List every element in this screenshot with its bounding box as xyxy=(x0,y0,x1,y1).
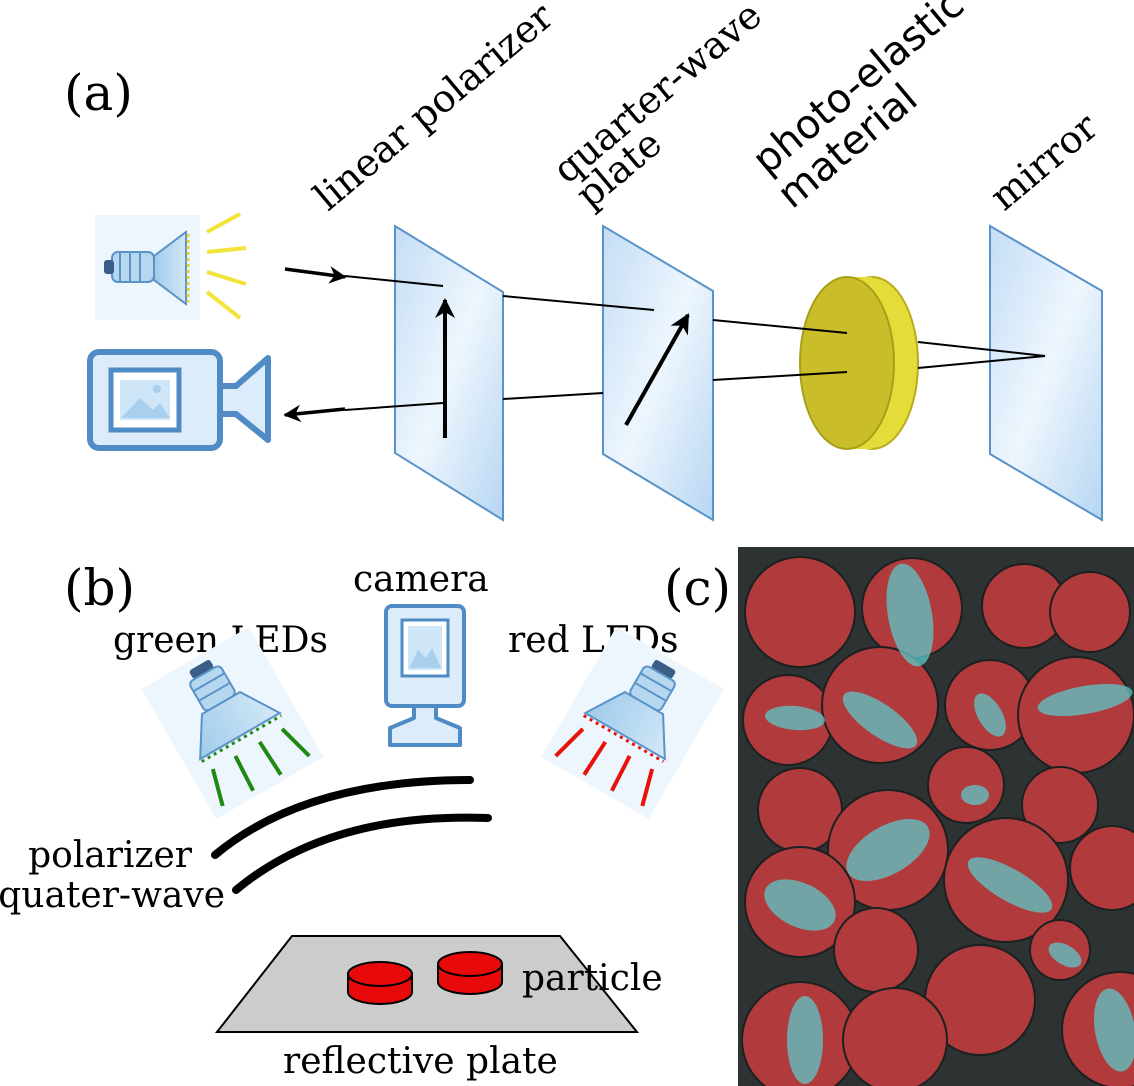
stress-fringe xyxy=(787,996,823,1084)
mirror-plate xyxy=(989,224,1103,522)
stress-fringe xyxy=(961,785,989,805)
panel-c-label: (c) xyxy=(664,559,731,617)
stress-fringe xyxy=(967,857,1053,913)
quarter-wave-plate xyxy=(602,224,714,522)
stress-fringe xyxy=(764,879,836,931)
stress-fringe xyxy=(1093,988,1134,1072)
quarter-wave-arc xyxy=(232,813,492,894)
particle-disc xyxy=(1069,825,1134,911)
panel-c: (c) xyxy=(664,547,1134,1086)
panel-a: (a) linear polarizer quarter-wave plate … xyxy=(64,0,1107,522)
polarizer-arc xyxy=(211,776,474,859)
stress-fringes xyxy=(764,563,1134,1084)
incoming-arrow xyxy=(284,266,347,284)
photoelastic-image xyxy=(738,547,1134,1086)
label-reflective-plate: reflective plate xyxy=(283,1041,558,1082)
light-path xyxy=(344,275,1046,411)
particle-disc xyxy=(1049,571,1131,653)
particle-disc xyxy=(927,746,1005,824)
particle xyxy=(347,961,413,1005)
particle xyxy=(437,951,503,995)
particle-disc xyxy=(833,907,919,993)
green-led-lamp-icon xyxy=(141,627,324,819)
label-polarizer: polarizer xyxy=(28,835,193,876)
particle-disc xyxy=(744,556,856,668)
stress-fringe xyxy=(765,705,825,731)
stress-fringe xyxy=(846,819,930,881)
linear-polarizer-plate xyxy=(394,224,504,522)
label-camera: camera xyxy=(353,559,489,600)
panel-a-label: (a) xyxy=(64,64,133,122)
label-quarter-wave: quater-wave xyxy=(0,875,225,916)
stress-fringe xyxy=(842,691,918,749)
red-led-lamp-icon xyxy=(541,627,724,819)
outgoing-arrow xyxy=(283,404,346,423)
lamp-icon xyxy=(95,212,247,320)
panel-b-label: (b) xyxy=(64,559,135,617)
stress-fringe xyxy=(1037,683,1133,717)
label-linear-polarizer: linear polarizer xyxy=(306,0,563,219)
stress-fringe xyxy=(1048,942,1082,968)
photo-elastic-disc xyxy=(799,276,919,450)
particle-disc xyxy=(842,987,948,1086)
reflective-plate xyxy=(214,935,640,1033)
stress-fringe xyxy=(974,693,1006,737)
video-camera-icon xyxy=(87,349,271,451)
stress-fringe xyxy=(886,563,934,667)
label-particle: particle xyxy=(522,958,663,999)
camera-icon xyxy=(384,604,466,747)
label-mirror: mirror xyxy=(982,104,1107,219)
panel-b: (b) green LEDs camera red LEDs xyxy=(0,559,724,1082)
quarter-wave-axis-arrow xyxy=(624,313,690,426)
particle-disc xyxy=(1021,766,1099,844)
